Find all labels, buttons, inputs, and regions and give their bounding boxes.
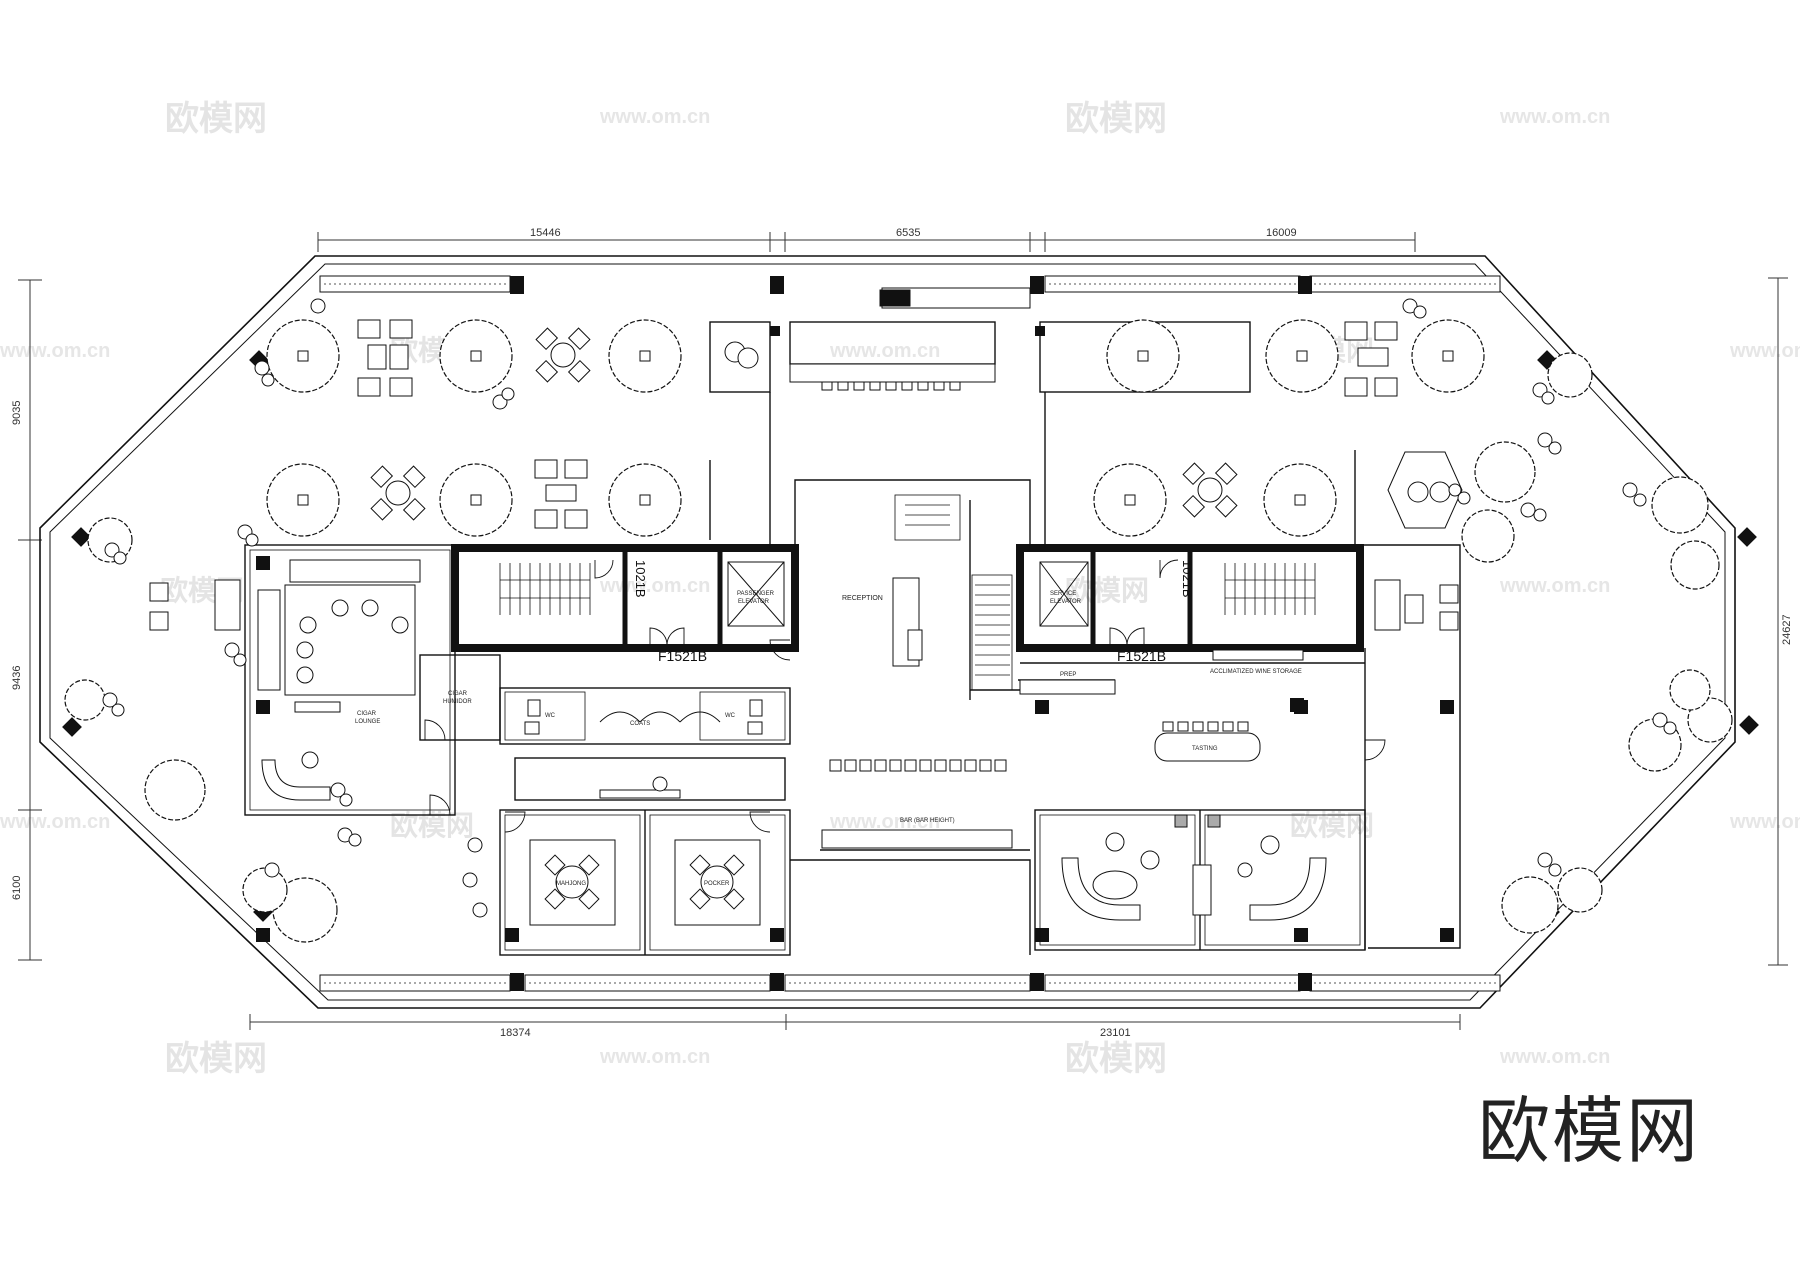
label-cigar-humidor-2: HUMIDOR: [443, 699, 472, 705]
watermark-url: www.om.cn: [1499, 575, 1610, 597]
label-reception: RECEPTION: [842, 595, 883, 602]
stair-treads: [499, 494, 1316, 691]
watermark-url: www.om.cn: [1729, 340, 1800, 362]
dim-top-3: 16009: [1266, 227, 1297, 239]
watermark-brand: 欧模网: [1065, 574, 1149, 607]
watermark-brand: 欧模网: [1065, 99, 1167, 139]
watermark-url: www.om.cn: [599, 575, 710, 597]
tree-centers: [297, 350, 1454, 506]
label-mahjong: MAHJONG: [556, 881, 586, 887]
planter-texture: [324, 283, 1496, 984]
terrace-dining-sets: [370, 327, 1238, 521]
label-wc-left: WC: [545, 713, 556, 719]
watermark-url: www.om.cn: [599, 1046, 710, 1068]
watermark-url: www.om.cn: [599, 106, 710, 128]
dimension-lines: [18, 232, 1788, 1030]
watermark-url: www.om.cn: [829, 340, 940, 362]
dim-bottom-2: 23101: [1100, 1027, 1131, 1039]
label-wine-storage: ACCLIMATIZED WINE STORAGE: [1210, 669, 1302, 675]
dim-top-2: 6535: [896, 227, 920, 239]
label-passenger-elevator-1: PASSENGER: [737, 591, 775, 597]
door-tag-right: F1521B: [1117, 648, 1166, 664]
door-tag-left: F1521B: [658, 648, 707, 664]
furniture: [149, 319, 1463, 926]
label-bar: BAR (BAR HEIGHT): [900, 818, 955, 824]
watermark-brand: 欧模网: [1290, 809, 1374, 842]
room-labels: RECEPTION PASSENGER ELEVATOR SERVICE ELE…: [355, 591, 1302, 887]
building-outline: [39, 255, 1736, 1009]
watermark-brand: 欧模网: [1065, 1039, 1167, 1079]
watermark-url: www.om.cn: [1729, 811, 1800, 833]
label-coats: COATS: [630, 721, 650, 727]
shrubs: [102, 298, 1677, 918]
dimension-labels: 15446 6535 16009 18374 23101 9035 9436 6…: [11, 227, 1793, 1039]
brand-logo-text: 欧模网: [1478, 1089, 1701, 1173]
trees: [64, 319, 1733, 943]
label-pocker: POCKER: [704, 881, 730, 887]
label-service-elevator-1: SERVICE: [1050, 591, 1076, 597]
watermark-url: www.om.cn: [0, 340, 110, 362]
watermark-brand: 欧模网: [165, 1039, 267, 1079]
label-prep: PREP: [1060, 672, 1076, 678]
watermark-url: www.om.cn: [1499, 106, 1610, 128]
watermark-url: www.om.cn: [829, 811, 940, 833]
dim-left-2: 9436: [11, 666, 23, 690]
watermark-url: www.om.cn: [1499, 1046, 1610, 1068]
elevator-shafts: [727, 561, 1089, 627]
door-tags: F1521B F1521B 1021B 1021B: [633, 560, 1195, 664]
door-swings: [424, 559, 1386, 833]
watermark-brand: 欧模网: [390, 809, 474, 842]
label-cigar-humidor-1: CIGAR: [448, 691, 468, 697]
label-tasting: TASTING: [1192, 746, 1218, 752]
dim-top-1: 15446: [530, 227, 561, 239]
door-tag-vertical-left: 1021B: [633, 560, 648, 598]
label-cigar-lounge-1: CIGAR: [357, 711, 377, 717]
dim-bottom-1: 18374: [500, 1027, 531, 1039]
door-tag-vertical-right: 1021B: [1180, 560, 1195, 598]
dim-left-3: 6100: [11, 876, 23, 900]
watermark-brand: 欧模网: [165, 99, 267, 139]
label-service-elevator-2: ELEVATOR: [1050, 599, 1082, 605]
interior-walls: [244, 321, 1461, 956]
label-wc-right: WC: [725, 713, 736, 719]
dim-left-1: 9035: [11, 401, 23, 425]
label-passenger-elevator-2: ELEVATOR: [738, 599, 770, 605]
watermark-url: www.om.cn: [0, 811, 110, 833]
label-cigar-lounge-2: LOUNGE: [355, 719, 380, 725]
dim-right-1: 24627: [1781, 614, 1793, 645]
